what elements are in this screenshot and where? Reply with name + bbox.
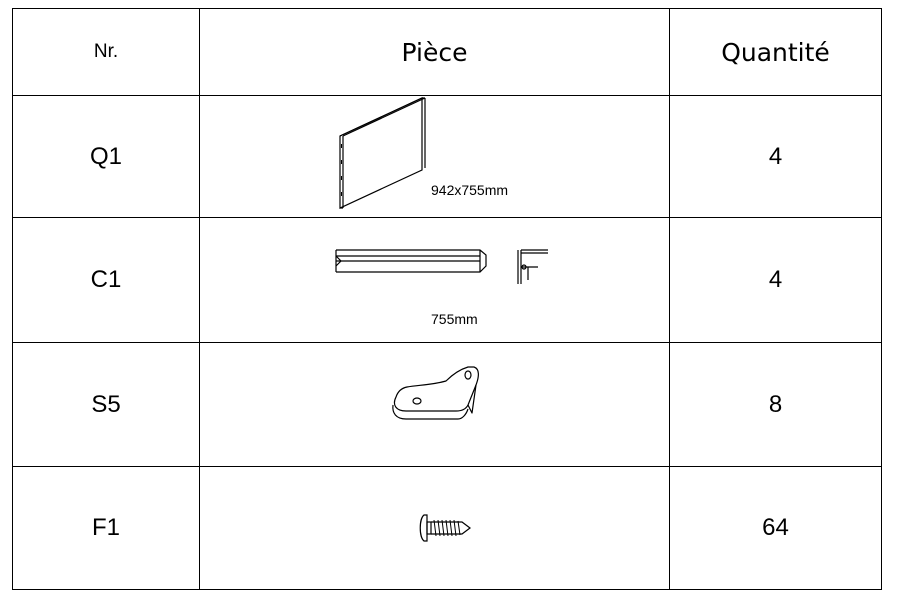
header-quantity: Quantité — [669, 8, 882, 96]
parts-table: Nr. Pièce Quantité Q1 — [12, 8, 882, 590]
part-number: S5 — [12, 342, 200, 467]
panel-sheet-icon — [339, 97, 426, 209]
table-row: C1 — [12, 217, 882, 343]
corner-profile-icon — [335, 249, 548, 284]
header-nr: Nr. — [12, 8, 200, 96]
part-illustration-cell: 942x755mm — [199, 95, 670, 218]
part-illustration-cell — [199, 466, 670, 590]
part-quantity: 8 — [669, 342, 882, 467]
screw-icon — [419, 514, 471, 542]
table-row: F1 — [12, 466, 882, 590]
header-piece: Pièce — [199, 8, 670, 96]
part-quantity: 64 — [669, 466, 882, 590]
table-row: S5 8 — [12, 342, 882, 467]
part-number: C1 — [12, 217, 200, 343]
part-number: Q1 — [12, 95, 200, 218]
dimension-label: 942x755mm — [431, 182, 509, 198]
table-row: Q1 — [12, 95, 882, 218]
part-illustration-cell — [199, 342, 670, 467]
part-number: F1 — [12, 466, 200, 590]
part-quantity: 4 — [669, 95, 882, 218]
part-quantity: 4 — [669, 217, 882, 343]
dimension-label: 755mm — [431, 311, 478, 327]
table-header-row: Nr. Pièce Quantité — [12, 8, 882, 96]
part-illustration-cell: 755mm — [199, 217, 670, 343]
bracket-clip-icon — [392, 366, 479, 420]
